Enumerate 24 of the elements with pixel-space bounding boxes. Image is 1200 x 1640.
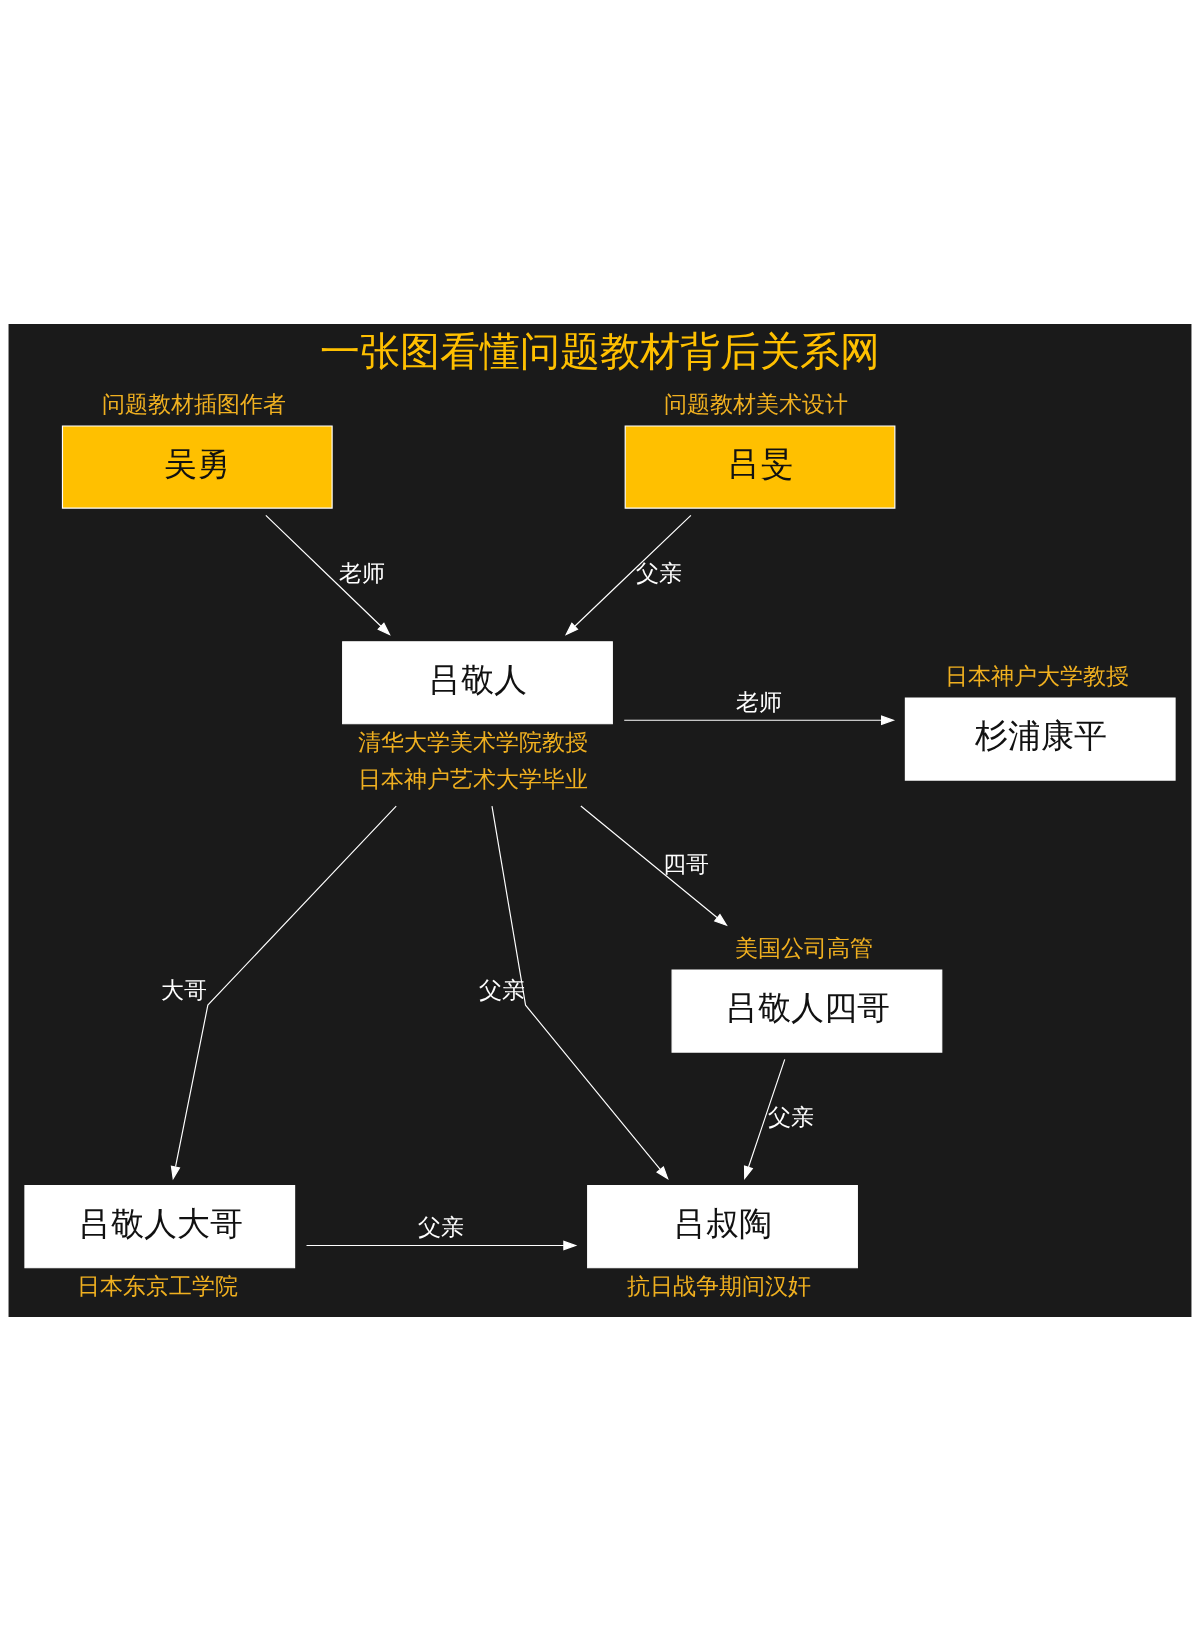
edge-label: 父亲 bbox=[768, 1102, 815, 1131]
node-label: 日本神户艺术大学毕业 bbox=[358, 764, 589, 793]
arrow bbox=[564, 514, 692, 636]
edge-label: 父亲 bbox=[635, 558, 682, 587]
arrow bbox=[580, 804, 728, 926]
node-label: 抗日战争期间汉奸 bbox=[626, 1271, 811, 1300]
edge-label: 老师 bbox=[339, 558, 386, 587]
arrow bbox=[623, 714, 896, 725]
edge-label: 父亲 bbox=[418, 1212, 465, 1241]
node-label: 问题教材插图作者 bbox=[101, 389, 286, 418]
arrow bbox=[170, 805, 397, 1180]
arrow bbox=[265, 514, 391, 636]
diagram-title: 一张图看懂问题教材背后关系网 bbox=[320, 327, 880, 374]
edge-label: 四哥 bbox=[662, 849, 709, 877]
node-label: 清华大学美术学院教授 bbox=[358, 727, 589, 756]
node-label: 日本东京工学院 bbox=[76, 1271, 238, 1300]
node-label: 日本神户大学教授 bbox=[944, 661, 1129, 690]
node-label: 美国公司高管 bbox=[735, 933, 874, 962]
arrow bbox=[743, 1058, 786, 1180]
edge-label: 老师 bbox=[735, 687, 782, 716]
node-label: 问题教材美术设计 bbox=[664, 389, 849, 418]
edge-label: 大哥 bbox=[160, 975, 207, 1004]
arrow bbox=[305, 1240, 578, 1250]
arrow bbox=[491, 805, 669, 1180]
